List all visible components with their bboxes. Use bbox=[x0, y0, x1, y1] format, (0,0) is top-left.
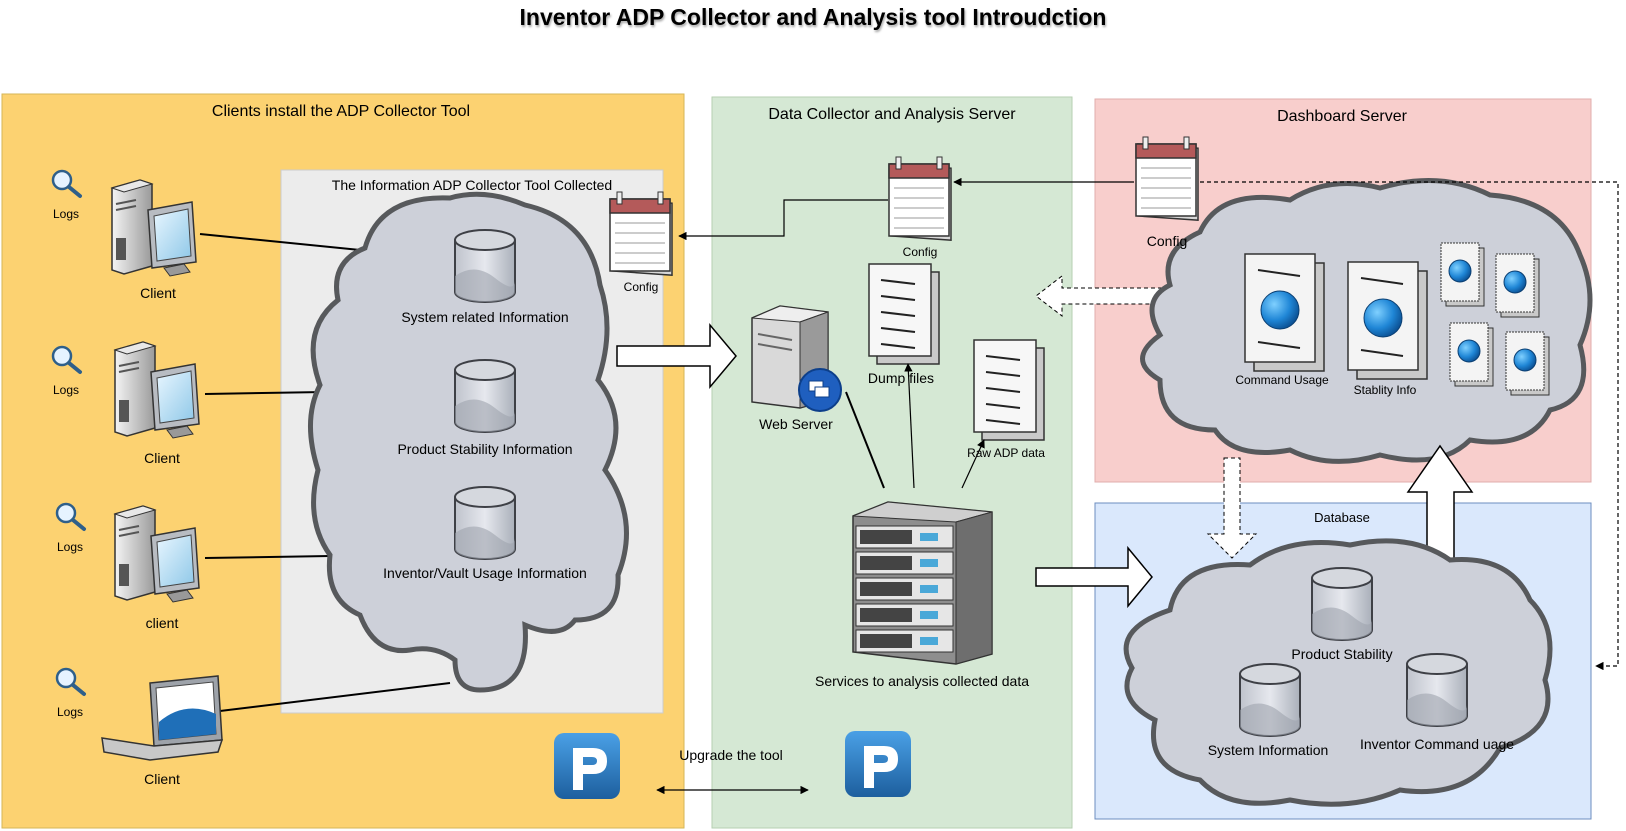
upload-arrow bbox=[616, 322, 737, 390]
small-report-icon bbox=[1440, 242, 1485, 307]
services-to-database-arrow bbox=[1035, 545, 1153, 609]
db-item-product-stability: Product Stability bbox=[1291, 646, 1392, 662]
web-to-services-connector bbox=[845, 391, 885, 489]
dump-files-document-icon bbox=[868, 263, 940, 365]
server-config-label: Config bbox=[903, 245, 938, 259]
services-server-rack-icon bbox=[852, 501, 993, 665]
small-report-icon bbox=[1449, 322, 1494, 387]
info-item-stability: Product Stability Information bbox=[397, 441, 572, 457]
client-config-label: Config bbox=[624, 280, 659, 294]
dashboard-config-label: Config bbox=[1147, 233, 1187, 249]
db-product-stability-icon bbox=[1311, 567, 1373, 641]
p-app-logo-icon bbox=[554, 733, 620, 799]
dashboard-config-calendar-icon bbox=[1135, 136, 1199, 221]
client-2-logs-label: Logs bbox=[53, 383, 79, 397]
client-1-logs-label: Logs bbox=[53, 207, 79, 221]
collected-info-cloud bbox=[308, 191, 629, 693]
client-2-connector bbox=[204, 391, 326, 395]
command-usage-label: Command Usage bbox=[1235, 373, 1329, 387]
stability-info-report-icon bbox=[1347, 261, 1428, 380]
collected-info-title: The Information ADP Collector Tool Colle… bbox=[332, 177, 612, 193]
client-3-label: client bbox=[146, 615, 179, 631]
raw-data-document-icon bbox=[973, 339, 1045, 441]
server-config-calendar-icon bbox=[888, 156, 952, 241]
small-report-icon bbox=[1505, 331, 1550, 396]
config-push-arrow bbox=[678, 199, 888, 241]
page-title: Inventor ADP Collector and Analysis tool… bbox=[519, 4, 1107, 30]
client-3-logs-label: Logs bbox=[57, 540, 83, 554]
upgrade-label: Upgrade the tool bbox=[679, 747, 783, 763]
dashboard-panel-title: Dashboard Server bbox=[1277, 108, 1408, 125]
p-app-logo-icon bbox=[845, 731, 911, 797]
db-system-info-icon bbox=[1239, 663, 1301, 737]
client-4-label: Client bbox=[144, 771, 180, 787]
usage-database-icon bbox=[454, 486, 516, 560]
database-cloud bbox=[1123, 538, 1553, 807]
server-panel-title: Data Collector and Analysis Server bbox=[768, 106, 1016, 123]
client-3-connector bbox=[204, 555, 331, 559]
info-item-usage: Inventor/Vault Usage Information bbox=[383, 565, 587, 581]
services-to-dump-arrow bbox=[904, 363, 915, 489]
client-1-label: Client bbox=[140, 285, 176, 301]
config-to-database-dashed-arrow bbox=[1200, 181, 1619, 671]
dashboard-to-server-arrow bbox=[1035, 274, 1163, 318]
clients-panel-title: Clients install the ADP Collector Tool bbox=[212, 103, 470, 120]
database-to-dashboard-arrow bbox=[1406, 444, 1474, 563]
client-4-laptop-icon bbox=[101, 675, 224, 761]
stability-info-label: Stablity Info bbox=[1354, 383, 1417, 397]
client-config-calendar-icon bbox=[609, 191, 673, 276]
command-usage-report-icon bbox=[1244, 253, 1325, 372]
db-item-command-usage: Inventor Command uage bbox=[1360, 736, 1514, 752]
database-panel-title: Database bbox=[1314, 510, 1370, 525]
db-item-system-info: System Information bbox=[1208, 742, 1329, 758]
client-4-logs-label: Logs bbox=[57, 705, 83, 719]
product-stability-database-icon bbox=[454, 359, 516, 433]
web-server-label: Web Server bbox=[759, 416, 833, 432]
web-server-icon bbox=[751, 305, 842, 412]
system-info-database-icon bbox=[454, 229, 516, 303]
client-4-connector bbox=[219, 682, 451, 712]
raw-data-label: Raw ADP data bbox=[967, 446, 1045, 460]
dashboard-to-database-arrow bbox=[1206, 457, 1258, 559]
db-command-usage-icon bbox=[1406, 653, 1468, 727]
services-to-raw-arrow bbox=[961, 439, 985, 489]
info-item-system: System related Information bbox=[401, 309, 568, 325]
dump-files-label: Dump files bbox=[868, 370, 934, 386]
services-label: Services to analysis collected data bbox=[815, 673, 1029, 689]
small-report-icon bbox=[1495, 253, 1540, 318]
client-1-connector bbox=[199, 233, 361, 251]
client-2-label: Client bbox=[144, 450, 180, 466]
